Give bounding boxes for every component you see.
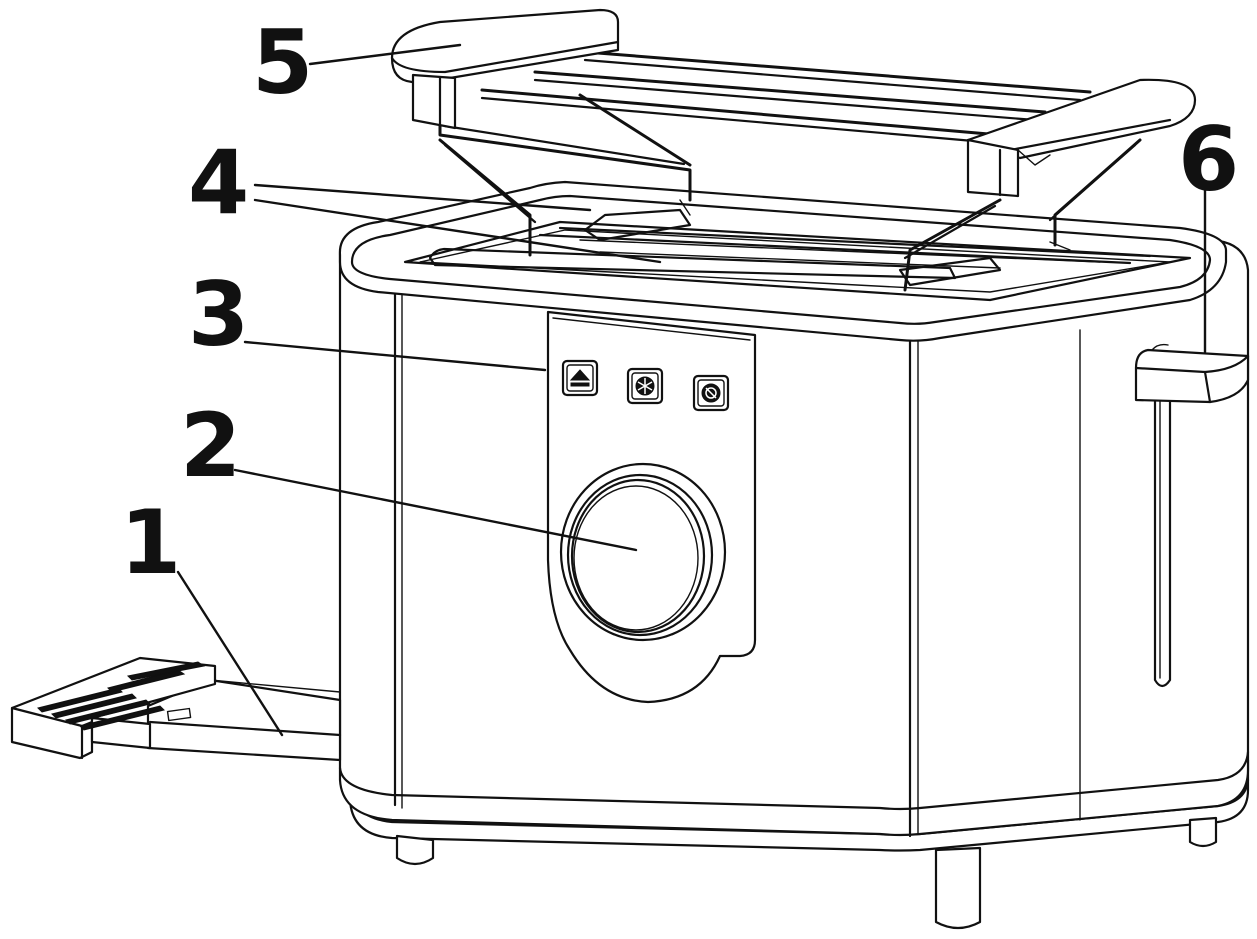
foot-middle (934, 846, 982, 930)
carriage-lever[interactable] (1134, 343, 1250, 688)
leader-line-4a (253, 183, 592, 212)
leader-line-1 (176, 570, 284, 737)
snowflake-icon (635, 376, 655, 396)
leader-line-3 (243, 340, 547, 372)
foot-right (1188, 816, 1218, 848)
reheat-button[interactable] (692, 374, 730, 412)
callout-2: 2 (180, 394, 241, 497)
toaster-body (338, 180, 1250, 930)
bun-warmer-rack[interactable] (390, 8, 1197, 292)
browning-dial[interactable] (559, 462, 727, 642)
reheat-icon (701, 383, 721, 403)
callout-3: 3 (188, 263, 249, 366)
eject-button[interactable] (561, 359, 599, 397)
crumb-tray[interactable] (10, 656, 342, 762)
callout-5: 5 (252, 11, 313, 114)
callout-1: 1 (120, 491, 181, 594)
callout-labels: 1 2 3 4 5 6 (120, 11, 1239, 594)
callout-6: 6 (1178, 108, 1239, 211)
foot-left (395, 834, 435, 866)
callout-4: 4 (188, 131, 249, 234)
defrost-button[interactable] (626, 367, 664, 405)
leader-line-4b (253, 198, 662, 264)
leader-line-2 (233, 468, 638, 552)
leader-lines (176, 43, 1207, 737)
eject-icon (569, 369, 591, 387)
leader-line-5 (308, 43, 462, 66)
